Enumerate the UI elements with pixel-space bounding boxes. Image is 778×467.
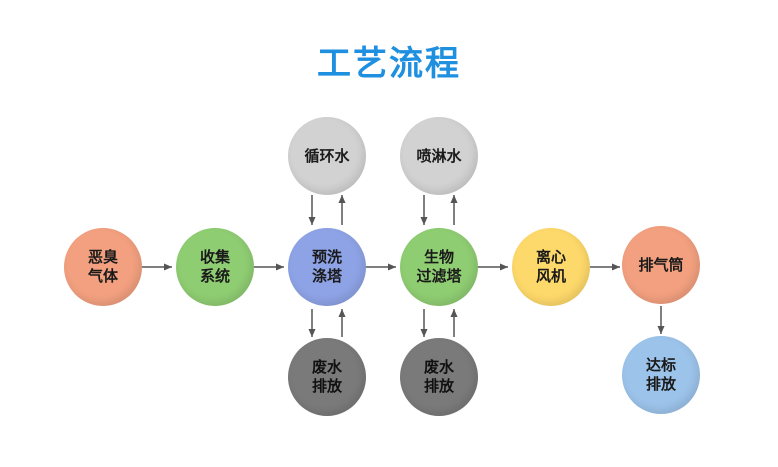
node-compliant-discharge: 达标 排放 xyxy=(622,336,700,414)
node-prewash-tower: 预洗 涤塔 xyxy=(288,228,366,306)
node-circulating-water: 循环水 xyxy=(288,117,366,195)
node-wastewater-discharge-2: 废水 排放 xyxy=(400,338,478,416)
node-centrifugal-fan: 离心 风机 xyxy=(512,228,590,306)
node-collection-system: 收集 系统 xyxy=(176,228,254,306)
node-exhaust-stack: 排气筒 xyxy=(622,226,700,304)
node-wastewater-discharge-1: 废水 排放 xyxy=(288,338,366,416)
node-bio-filter-tower: 生物 过滤塔 xyxy=(400,228,478,306)
diagram-title: 工艺流程 xyxy=(317,44,461,84)
node-spray-water: 喷淋水 xyxy=(400,117,478,195)
node-odor-gas: 恶臭 气体 xyxy=(64,228,142,306)
